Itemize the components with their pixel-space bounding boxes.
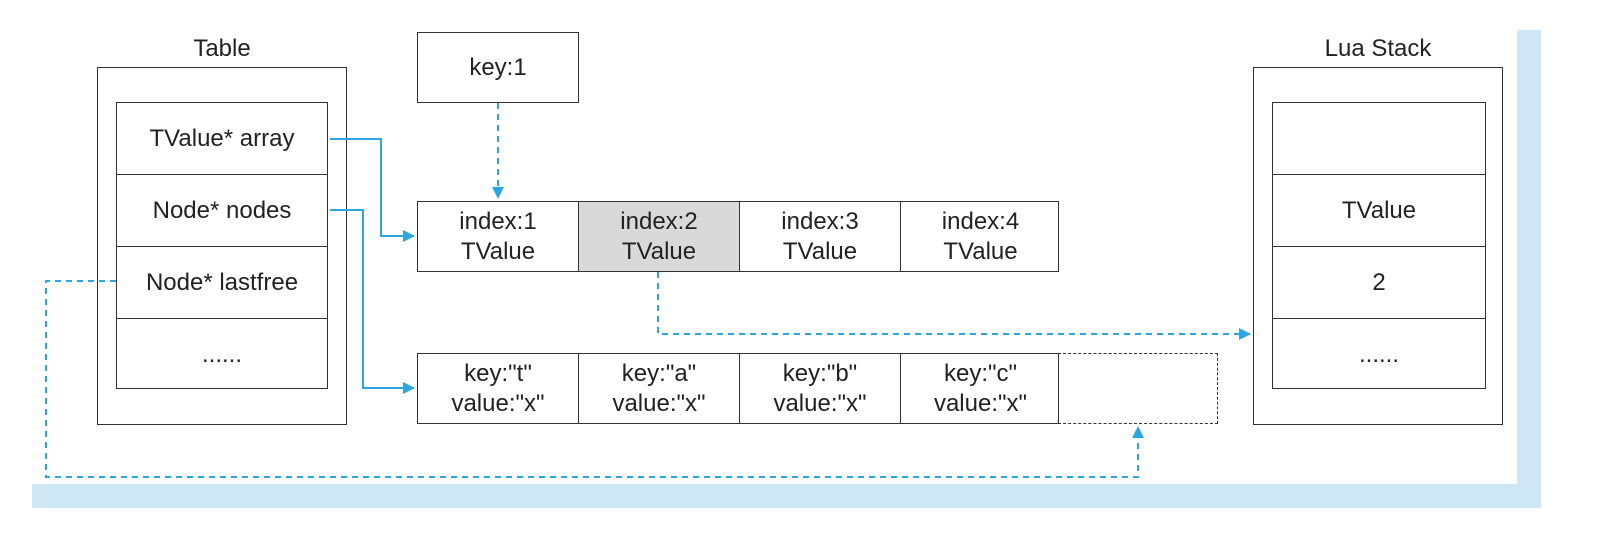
array-cell-value: TValue [460, 237, 536, 265]
frame-bottom-edge [32, 484, 1541, 508]
array-cell-index: index:4 [941, 207, 1020, 235]
array-cells: index:1 TValue index:2 TValue index:3 TV… [417, 201, 1059, 272]
node-free-slot [1058, 353, 1218, 424]
array-cell-index: index:1 [459, 207, 537, 235]
table-box: TValue* array Node* nodes Node* lastfree… [97, 67, 347, 425]
node-cell-key: key:"t" [464, 359, 532, 387]
value-to-stack-arrow [657, 272, 1251, 340]
node-cells: key:"t" value:"x" key:"a" value:"x" key:… [417, 353, 1059, 424]
table-field-nodes: Node* nodes [117, 175, 327, 247]
node-cell-value: value:"x" [612, 389, 706, 417]
node-cell-key: key:"c" [943, 359, 1018, 387]
array-cell-value: TValue [943, 237, 1018, 265]
node-cell-key: key:"b" [782, 359, 858, 387]
array-cell-1: index:1 TValue [418, 202, 579, 271]
node-cell-value: value:"x" [451, 389, 545, 417]
lastfree-pointer-arrow [45, 280, 1144, 478]
nodes-pointer-arrow [330, 209, 415, 394]
array-cell-index: index:2 [620, 207, 698, 235]
lua-stack-slot-tvalue: TValue [1273, 175, 1485, 247]
lua-stack-slot-number: 2 [1273, 247, 1485, 319]
table-field-more: ...... [201, 340, 242, 368]
node-cell-2: key:"a" value:"x" [579, 354, 740, 423]
node-cell-key: key:"a" [621, 359, 697, 387]
node-cell-1: key:"t" value:"x" [418, 354, 579, 423]
table-title: Table [193, 35, 251, 62]
table-fields: TValue* array Node* nodes Node* lastfree… [116, 102, 328, 389]
array-cell-index: index:3 [781, 207, 859, 235]
node-cell-3: key:"b" value:"x" [740, 354, 901, 423]
array-cell-4: index:4 TValue [901, 202, 1060, 271]
lua-stack-box: TValue 2 ...... [1253, 67, 1503, 425]
array-cell-3: index:3 TValue [740, 202, 901, 271]
lua-stack-slot-empty [1273, 103, 1485, 175]
frame-right-edge [1517, 30, 1541, 508]
array-cell-2: index:2 TValue [579, 202, 740, 271]
array-cell-value: TValue [782, 237, 858, 265]
lua-stack-slot-more: ...... [1358, 340, 1399, 368]
key-box: key:1 [417, 32, 579, 103]
array-cell-value: TValue [621, 237, 697, 265]
node-cell-value: value:"x" [773, 389, 867, 417]
lua-stack-title: Lua Stack [1324, 35, 1432, 62]
table-field-lastfree: Node* lastfree [117, 247, 327, 319]
node-cell-4: key:"c" value:"x" [901, 354, 1060, 423]
table-field-array: TValue* array [117, 103, 327, 175]
lua-stack-slots: TValue 2 ...... [1272, 102, 1486, 389]
node-cell-value: value:"x" [933, 389, 1028, 417]
array-pointer-arrow [330, 138, 415, 242]
